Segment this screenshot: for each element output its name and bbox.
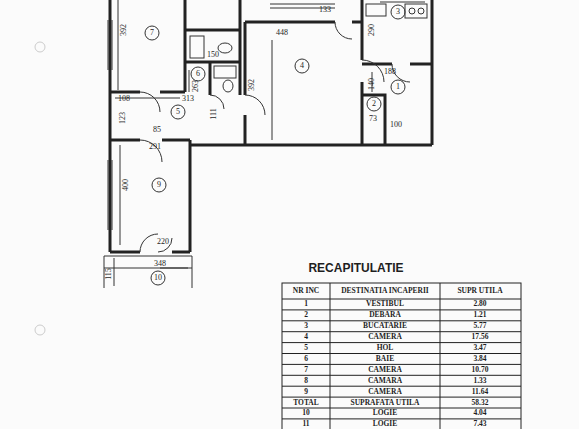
- table-cell: CAMERA: [368, 366, 402, 374]
- dimension-label: 263: [192, 80, 200, 92]
- table-cell: 4: [304, 333, 308, 341]
- room-number: 3: [396, 8, 400, 16]
- table-cell: 10: [302, 410, 310, 418]
- table-cell: 5.77: [473, 323, 486, 331]
- table-cell: 3.47: [473, 344, 486, 352]
- table-cell: CAMERA: [368, 388, 402, 396]
- room-number: 1: [396, 83, 400, 91]
- table-cell: 1.21: [473, 312, 486, 320]
- table-cell: 6: [304, 355, 308, 363]
- table-cell: CAMERA: [368, 333, 402, 341]
- table-cell: SUPRAFATA UTILA: [351, 399, 420, 407]
- dimension-label: 115: [105, 268, 113, 280]
- table-cell: 3.84: [473, 355, 486, 363]
- table-cell: 7: [304, 366, 308, 374]
- dimension-label: 140: [368, 78, 376, 90]
- room-number: 2: [372, 100, 376, 108]
- table-cell: LOGIE: [373, 410, 398, 418]
- dimension-label: 392: [120, 24, 128, 36]
- table-header: NR INC: [293, 287, 319, 295]
- table-cell: 2: [304, 312, 308, 320]
- dimension-label: 392: [248, 79, 256, 91]
- dimension-label: 85: [153, 126, 161, 134]
- table-cell: 10.70: [472, 366, 489, 374]
- table-cell: VESTIBUL: [366, 301, 404, 309]
- table-cell: TOTAL: [293, 399, 319, 407]
- dimension-label: 123: [119, 112, 127, 124]
- table-cell: 4.04: [473, 410, 486, 418]
- dimension-label: 220: [157, 238, 169, 246]
- dimension-label: 108: [118, 95, 130, 103]
- table-cell: 58.32: [472, 399, 489, 407]
- dimension-label: 100: [390, 121, 402, 129]
- table-cell: 3: [304, 323, 308, 331]
- table-cell: 11.64: [472, 388, 488, 396]
- table-cell: 2.80: [473, 301, 486, 309]
- table-cell: 7.43: [473, 421, 486, 429]
- dimension-label: 73: [369, 115, 377, 123]
- table-cell: 1: [304, 301, 308, 309]
- dimension-label: 150: [207, 51, 219, 59]
- table-cell: CAMARA: [368, 377, 402, 385]
- table-header: SUPR UTILA: [457, 287, 502, 295]
- table-header: DESTINATIA INCAPERII: [341, 287, 429, 295]
- table-cell: LOGIE: [373, 421, 398, 429]
- dimension-label: 188: [384, 68, 396, 76]
- dimension-label: 313: [182, 95, 194, 103]
- room-number: 7: [150, 29, 154, 37]
- table-cell: 5: [304, 344, 308, 352]
- table-cell: BAIE: [376, 355, 394, 363]
- dimension-label: 448: [276, 29, 288, 37]
- room-number: 10: [154, 274, 162, 282]
- dimension-label: 133: [319, 6, 331, 14]
- dimension-label: 291: [149, 143, 161, 151]
- room-number: 6: [196, 70, 200, 78]
- table-title: RECAPITULATIE: [308, 262, 403, 274]
- table-cell: HOL: [377, 344, 394, 352]
- table-cell: 11: [302, 421, 309, 429]
- room-number: 9: [157, 181, 161, 189]
- dimension-label: 111: [210, 108, 218, 119]
- table-cell: 8: [304, 377, 308, 385]
- table-cell: BUCATARIE: [363, 323, 407, 331]
- table-cell: 9: [304, 388, 308, 396]
- dimension-label: 348: [154, 260, 166, 268]
- room-number: 4: [300, 62, 304, 70]
- room-number: 5: [176, 108, 180, 116]
- table-cell: 17.56: [472, 333, 489, 341]
- table-cell: 1.33: [473, 377, 486, 385]
- dimension-label: 290: [368, 24, 376, 36]
- dimension-label: 400: [122, 179, 130, 191]
- table-cell: DEBARA: [369, 312, 401, 320]
